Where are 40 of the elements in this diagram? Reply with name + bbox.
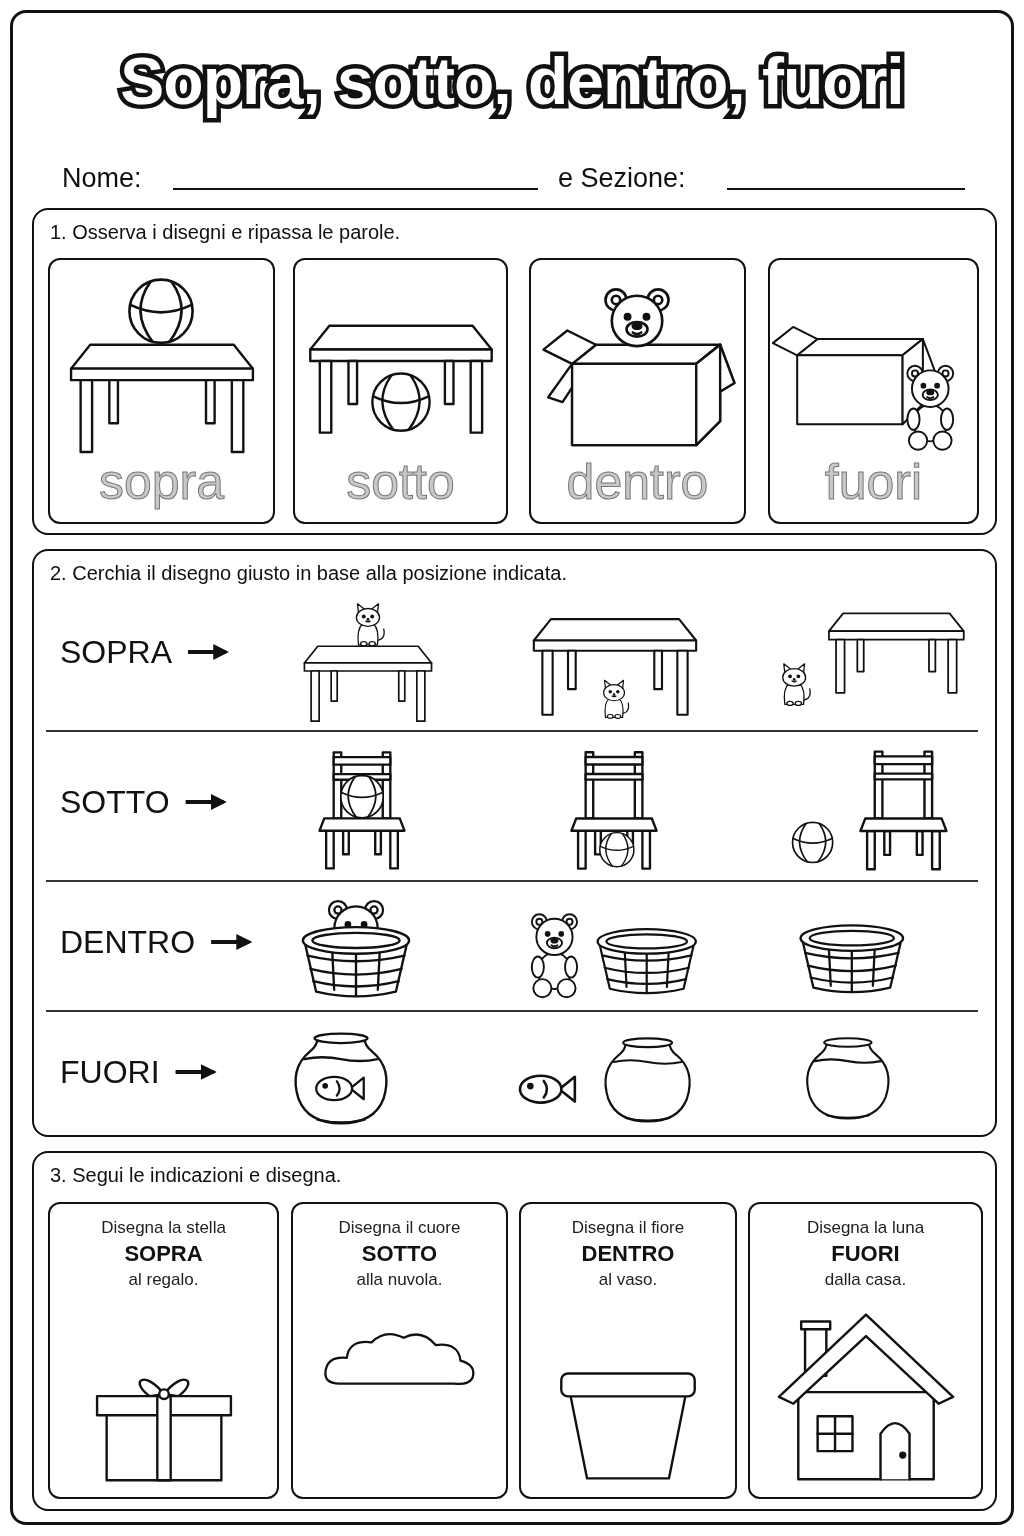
position-word: DENTRO	[581, 1240, 675, 1268]
tracing-word: dentro	[566, 454, 709, 510]
instruction-text: alla nuvola.	[356, 1269, 443, 1291]
instruction-text: al regalo.	[128, 1269, 199, 1291]
tracing-word: fuori	[824, 454, 923, 510]
position-word: SOTTO	[361, 1240, 438, 1268]
position-word: DENTRO	[60, 923, 196, 962]
drawing-task-card	[748, 1202, 983, 1499]
drawing-task-card	[519, 1202, 737, 1499]
drawing-task-card	[291, 1202, 508, 1499]
section-label: e Sezione:	[558, 162, 686, 195]
arrow	[211, 934, 253, 950]
instruction-text: Disegna il cuore	[338, 1217, 461, 1239]
word-card	[293, 258, 508, 524]
instruction-text: Disegna il fiore	[571, 1217, 685, 1239]
arrow	[185, 794, 227, 810]
arrow	[188, 644, 230, 660]
name-label: Nome:	[62, 162, 142, 195]
section-panel	[32, 1151, 997, 1511]
word-card	[768, 258, 979, 524]
section-panel	[32, 549, 997, 1137]
position-word: FUORI	[60, 1053, 160, 1092]
section-heading: 3. Segui le indicazioni e disegna.	[50, 1163, 342, 1188]
drawing-task-card	[48, 1202, 279, 1499]
tracing-word: sotto	[346, 454, 455, 510]
arrow	[175, 1064, 217, 1080]
section-panel	[32, 208, 997, 535]
instruction-text: al vaso.	[598, 1269, 658, 1291]
position-word: SOPRA	[124, 1240, 203, 1268]
instruction-text: dalla casa.	[824, 1269, 907, 1291]
position-word: SOPRA	[60, 633, 173, 672]
section-heading: 2. Cerchia il disegno giusto in base alla posizione indicata.	[50, 561, 567, 586]
word-card	[529, 258, 746, 524]
tracing-word: sopra	[98, 454, 225, 510]
instruction-text: Disegna la luna	[806, 1217, 925, 1239]
position-word: SOTTO	[60, 783, 170, 822]
instruction-text: Disegna la stella	[101, 1217, 226, 1239]
section-heading: 1. Osserva i disegni e ripassa le parole.	[50, 220, 401, 245]
word-card	[48, 258, 275, 524]
position-word: FUORI	[831, 1240, 900, 1268]
